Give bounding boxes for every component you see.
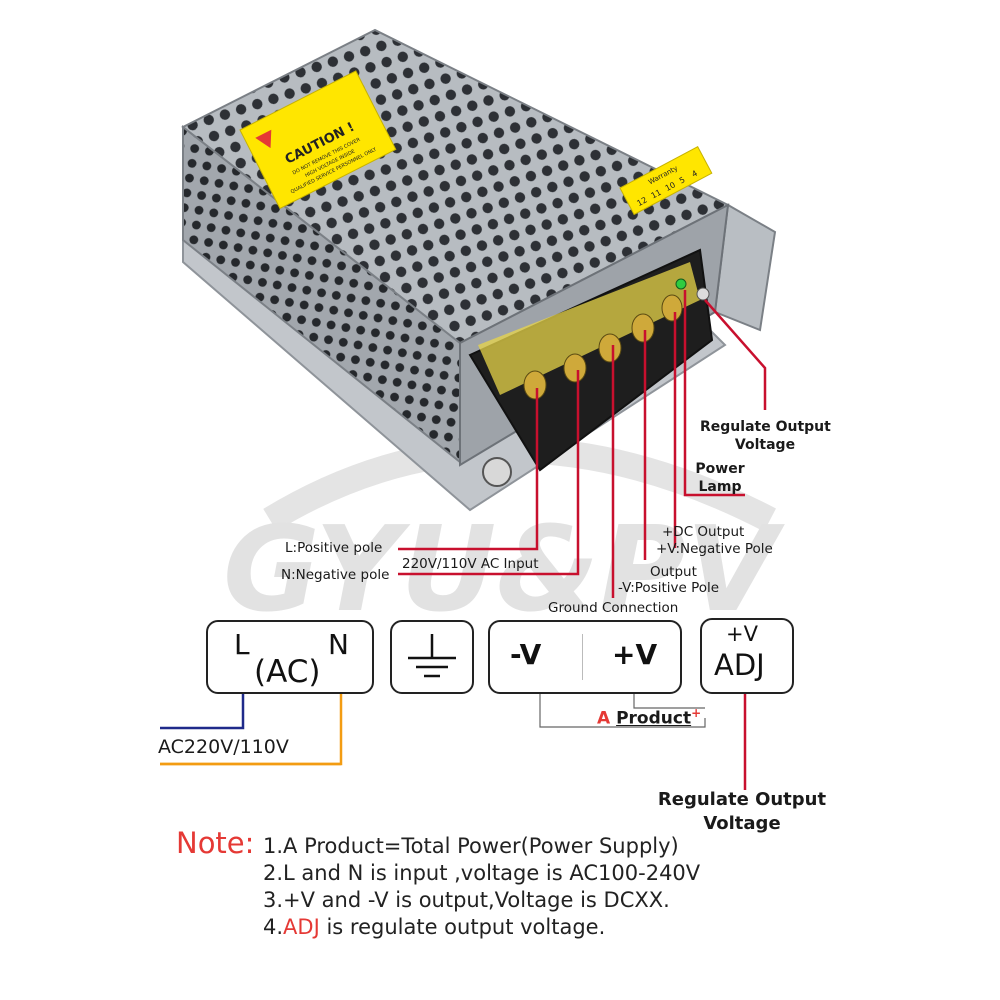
product-word: Product [616, 708, 692, 729]
n-negative-pole-label: N:Negative pole [281, 567, 390, 583]
mount-screw [482, 457, 512, 487]
dc-output-label-line-2: +V:Negative Pole [656, 541, 773, 557]
regulate-output-bottom-label: Regulate Output Voltage [646, 788, 838, 836]
terminal-plus-v: +V [612, 638, 658, 671]
callout-regulate-top [704, 299, 767, 410]
terminal-adj-plus-v: +V [726, 622, 758, 646]
warranty-row-5: 4 [690, 169, 699, 179]
warranty-row-3: 10 [664, 180, 677, 193]
product-sup: + [691, 706, 702, 720]
adj-potentiometer [696, 287, 710, 301]
red-callouts [398, 290, 767, 790]
product-letter: A [597, 708, 611, 729]
terminal-ac: (AC) [254, 654, 321, 690]
regulate-output-top-label: Regulate Output Voltage [700, 418, 831, 454]
note-line-2: 2.L and N is input ,voltage is AC100-240… [263, 861, 701, 885]
regulate-top-line-2: Voltage [734, 437, 796, 453]
power-lamp-line-2: Lamp [698, 479, 742, 495]
note-line-4-prefix: 4. [263, 915, 284, 939]
l-positive-pole-label: L:Positive pole [285, 540, 383, 556]
callout-n-pole [398, 370, 580, 576]
product-label: A Product+ [597, 706, 701, 729]
ac-supply-label: AC220V/110V [158, 736, 289, 758]
dc-terminal-box: -V +V [488, 620, 682, 694]
regulate-top-line-1: Regulate Output [700, 419, 831, 435]
regulate-bottom-line-2: Voltage [703, 813, 781, 834]
note-line-4-adj: ADJ [283, 915, 320, 939]
note-line-4: 4.ADJ is regulate output voltage. [263, 915, 605, 939]
adj-terminal-box: +V ADJ [700, 618, 794, 694]
regulate-bottom-line-1: Regulate Output [657, 789, 827, 810]
callout-power-lamp [683, 290, 745, 497]
terminal-minus-v: -V [510, 638, 542, 671]
terminal-n: N [328, 628, 349, 661]
note-line-1: 1.A Product=Total Power(Power Supply) [263, 834, 679, 858]
power-lamp-led [675, 278, 687, 290]
watermark-text: GYU&PV [223, 500, 786, 638]
warranty-row-1: 12 [636, 195, 649, 208]
note-line-3: 3.+V and -V is output,Voltage is DCXX. [263, 888, 670, 912]
warranty-row-4: 5 [678, 175, 687, 185]
terminal-adj: ADJ [714, 648, 765, 682]
callout-l-pole [398, 388, 539, 551]
ac-terminal-box: L N (AC) [206, 620, 374, 694]
wire-l-blue [160, 680, 245, 730]
ac-input-label: 220V/110V AC Input [402, 556, 539, 572]
warranty-label: Warranty 12 11 10 5 4 [619, 146, 713, 216]
ground-terminal-box [390, 620, 474, 694]
dc-output-label-line-1: +DC Output [662, 524, 745, 540]
note-line-4-rest: is regulate output voltage. [319, 915, 606, 939]
terminal-cover [478, 262, 700, 395]
terminal-l: L [234, 628, 250, 661]
ground-icon [408, 634, 456, 678]
terminal-screws [523, 294, 683, 400]
note-heading: Note: [176, 826, 255, 860]
power-lamp-line-1: Power [695, 461, 745, 477]
ground-connection-label: Ground Connection [548, 600, 679, 616]
output-label-line-2: -V:Positive Pole [618, 580, 720, 596]
output-label-line-1: Output [650, 564, 697, 580]
warranty-row-2: 11 [650, 188, 663, 201]
dc-divider [582, 634, 583, 680]
power-lamp-label: Power Lamp [692, 460, 748, 496]
